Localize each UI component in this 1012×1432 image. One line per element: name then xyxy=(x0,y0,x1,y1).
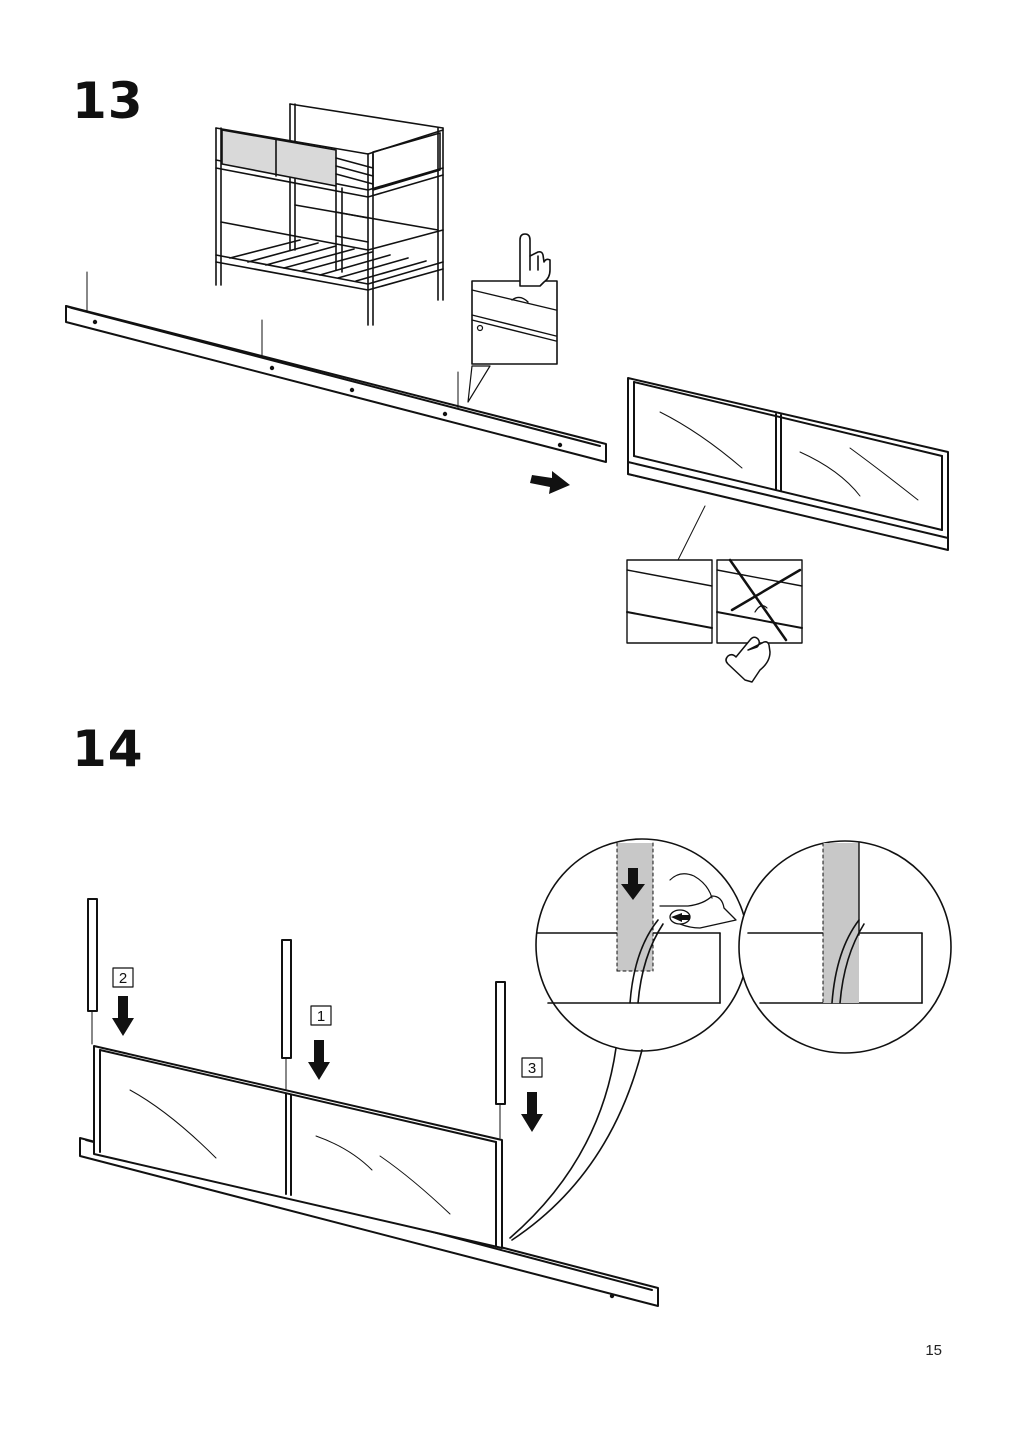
step-14-number: 14 xyxy=(72,720,144,778)
svg-text:2: 2 xyxy=(119,970,127,987)
step-13-number: 13 xyxy=(72,72,144,130)
order-label-1: 1 xyxy=(310,1005,332,1026)
rail-detail-callout xyxy=(467,280,558,403)
order-label-2: 2 xyxy=(112,967,134,988)
arrow-down-icon xyxy=(112,996,543,1132)
rail-icon xyxy=(65,271,607,463)
post-1 xyxy=(281,939,292,1091)
order-label-3: 3 xyxy=(521,1057,543,1078)
svg-text:3: 3 xyxy=(528,1060,536,1077)
correct-detail-box xyxy=(626,559,713,644)
cross-out-icon xyxy=(728,558,802,642)
guard-panel-step14 xyxy=(93,1045,503,1249)
post-2 xyxy=(87,898,98,1045)
arrow-right-icon xyxy=(530,471,570,494)
guard-panel-icon xyxy=(627,377,949,561)
pointing-hand-icon-2 xyxy=(725,636,771,683)
page-number: 15 xyxy=(925,1342,942,1359)
bunk-bed-illustration xyxy=(215,103,444,326)
post-3 xyxy=(495,981,506,1139)
magnifier-circle-icon-2 xyxy=(738,840,952,1054)
magnifier-circle-icon xyxy=(509,838,749,1241)
svg-text:1: 1 xyxy=(317,1008,325,1025)
pointing-hand-icon xyxy=(519,233,551,287)
